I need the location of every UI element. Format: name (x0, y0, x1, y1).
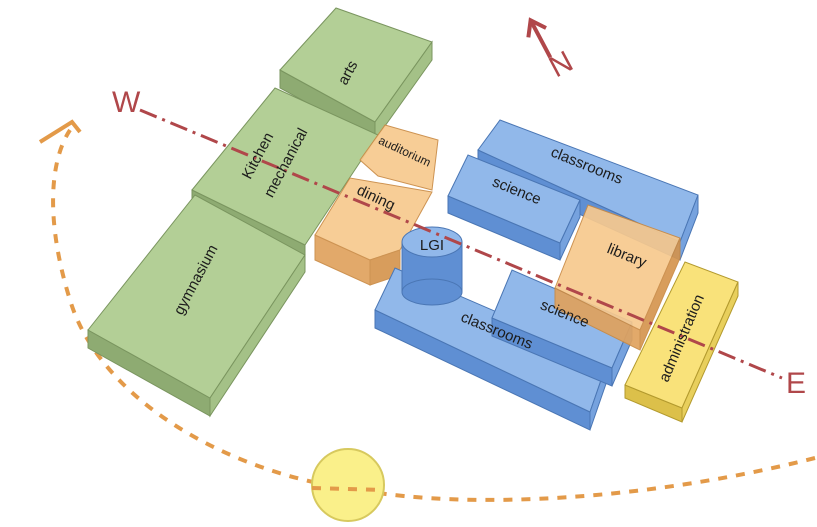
sun-path-arc (51, 128, 816, 502)
auditorium-block-top (359, 124, 439, 191)
green-wing (87, 7, 433, 418)
east-label: E (786, 367, 806, 400)
north-arrow-shaft (529, 21, 553, 59)
west-label: W (112, 86, 141, 119)
sun-path-arrowhead (38, 119, 82, 144)
north-arrow (526, 17, 553, 59)
sun-icon (311, 448, 385, 522)
north-arrow-head (526, 17, 547, 38)
sun-path-through-sun (311, 486, 385, 492)
administration-block-end (681, 281, 739, 423)
west-east-axis (139, 108, 783, 380)
gymnasium-block-end (209, 253, 306, 418)
lgi-label: LGI (420, 237, 444, 254)
science-top-block-end (559, 199, 581, 261)
blue-wing (374, 119, 699, 431)
lgi-cylinder-top (401, 226, 463, 258)
lgi-cylinder-base (401, 278, 463, 306)
